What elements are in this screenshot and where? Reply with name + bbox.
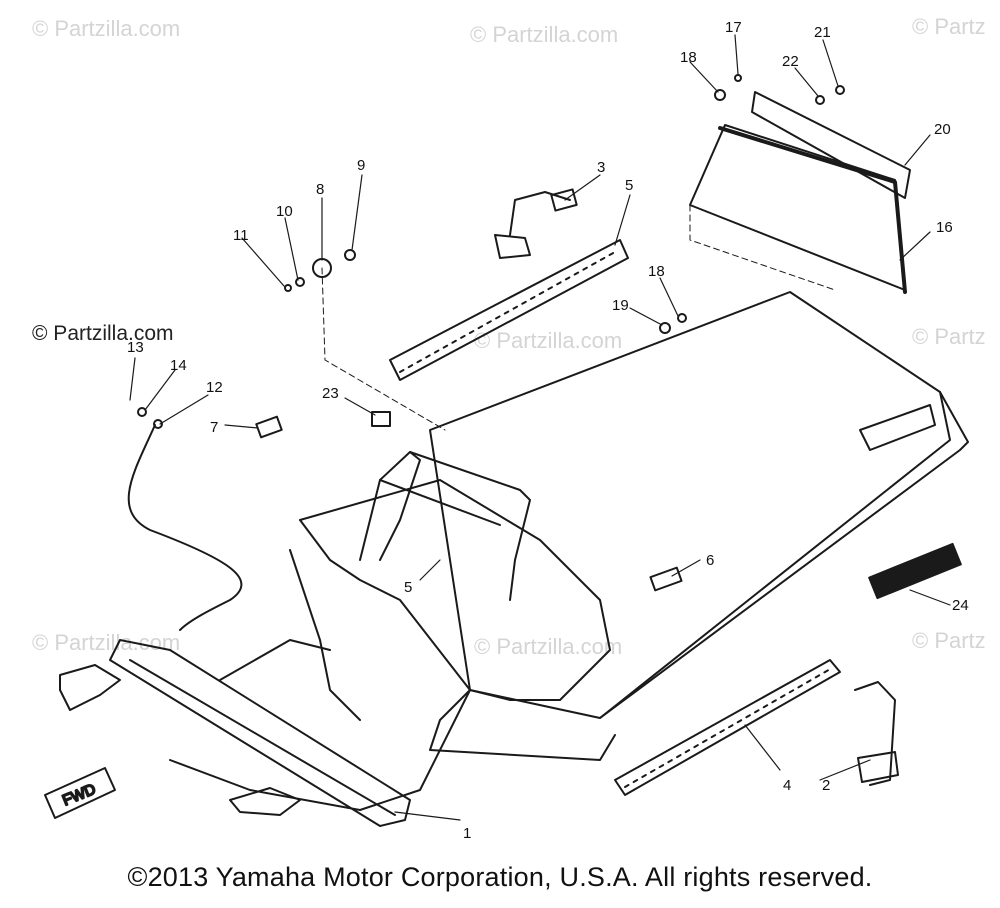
handle-front	[494, 191, 571, 259]
callout-1: 1	[463, 825, 471, 842]
fwd-plate	[44, 767, 116, 819]
callout-18: 18	[648, 263, 665, 280]
watermark: © Partzilla.com	[474, 328, 623, 353]
watermark: © Partzilla.com	[470, 22, 619, 47]
front-bracket-left	[59, 664, 121, 711]
callout-4: 4	[783, 777, 791, 794]
callout-16: 16	[936, 219, 953, 236]
callout-24: 24	[952, 597, 969, 614]
watermark: © Partzilla.com	[474, 634, 623, 659]
callout-13: 13	[127, 339, 144, 356]
callout-7: 7	[210, 419, 218, 436]
callout-14: 14	[170, 357, 187, 374]
callout-9: 9	[357, 157, 365, 174]
callout-19: 19	[612, 297, 629, 314]
throttle-cable	[127, 424, 243, 631]
watermark: © Partz	[912, 628, 986, 653]
callout-6: 6	[706, 552, 714, 569]
rear-grip	[859, 404, 936, 451]
exploded-view-drawing: FWD	[44, 19, 969, 842]
callout-10: 10	[276, 203, 293, 220]
callout-21: 21	[814, 24, 831, 41]
rear-panel	[689, 124, 906, 291]
callout-18: 18	[680, 49, 697, 66]
watermark: © Partzilla.com	[32, 322, 174, 345]
front-bracket-right	[229, 787, 301, 816]
handle-rear	[854, 681, 896, 786]
callout-3: 3	[597, 159, 605, 176]
chassis-frame	[169, 479, 611, 811]
front-bumper	[109, 639, 411, 827]
callout-20: 20	[934, 121, 951, 138]
callout-12: 12	[206, 379, 223, 396]
step-mat-left	[389, 239, 629, 381]
watermark: © Partzilla.com	[32, 630, 181, 655]
roll-bar	[359, 451, 421, 561]
copyright-notice: ©2013 Yamaha Motor Corporation, U.S.A. A…	[127, 862, 873, 892]
callout-23: 23	[322, 385, 339, 402]
decal-24	[868, 542, 962, 600]
mounting-bracket	[751, 91, 911, 199]
callout-5: 5	[625, 177, 633, 194]
callout-17: 17	[725, 19, 742, 36]
callout-8: 8	[316, 181, 324, 198]
callout-2: 2	[822, 777, 830, 794]
step-mat-right	[614, 659, 841, 796]
watermark: © Partz	[912, 324, 986, 349]
callout-5: 5	[404, 579, 412, 596]
watermark: © Partz	[912, 14, 986, 39]
watermark: © Partzilla.com	[32, 16, 181, 41]
callout-22: 22	[782, 53, 799, 70]
callout-11: 11	[233, 227, 249, 244]
chassis-top-deck	[429, 291, 951, 719]
